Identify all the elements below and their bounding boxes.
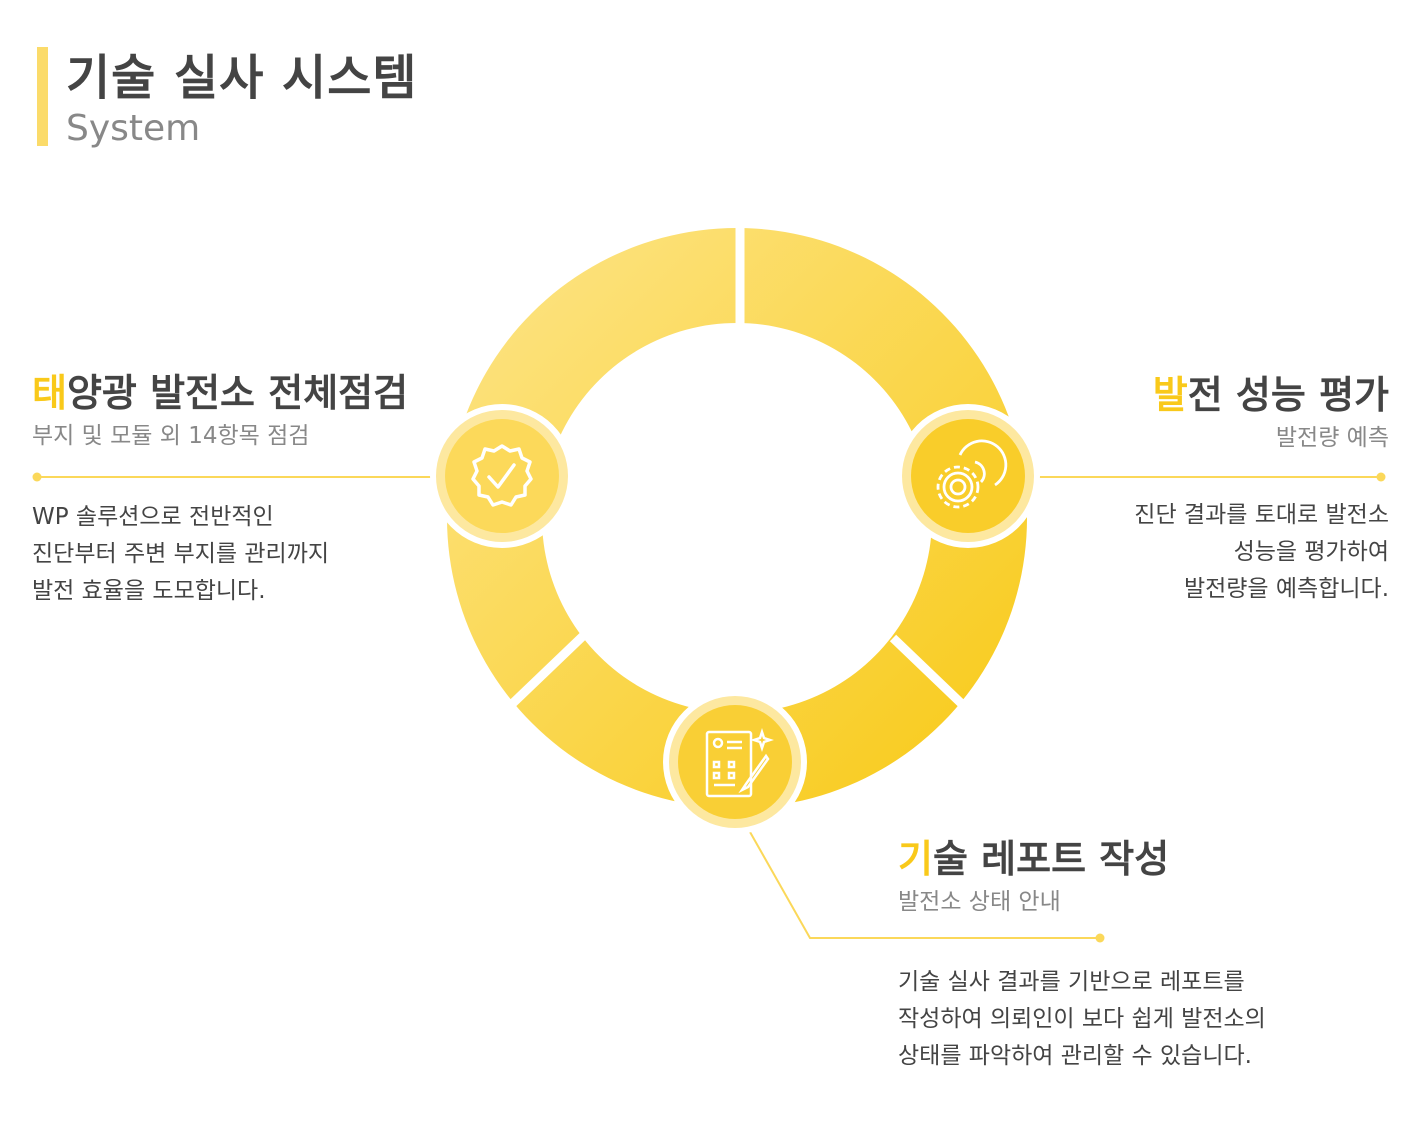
- item-subtitle-performance: 발전량 예측: [1275, 425, 1389, 451]
- title-accent-bar: [37, 47, 48, 146]
- gears-icon: [936, 439, 1008, 509]
- badge-check-icon: [471, 444, 533, 507]
- page-subtitle: System: [66, 108, 201, 149]
- ring: [447, 228, 1028, 808]
- report-icon: [705, 728, 774, 798]
- connector-right: [1035, 472, 1386, 482]
- node-inspection: [430, 404, 574, 548]
- ring-gaps: [508, 225, 968, 710]
- connector-bottom: [749, 831, 1105, 943]
- item-title-report: 기술 레포트 작성: [898, 837, 1170, 881]
- page-title: 기술 실사 시스템: [66, 50, 418, 106]
- item-title-performance: 발전 성능 평가: [1152, 373, 1389, 417]
- item-title-inspection: 태양광 발전소 전체점검: [32, 371, 409, 415]
- node-report: [663, 690, 807, 834]
- item-subtitle-inspection: 부지 및 모듈 외 14항목 점검: [32, 423, 310, 449]
- node-performance: [896, 404, 1040, 548]
- item-subtitle-report: 발전소 상태 안내: [898, 889, 1061, 915]
- connector-left: [32, 472, 440, 482]
